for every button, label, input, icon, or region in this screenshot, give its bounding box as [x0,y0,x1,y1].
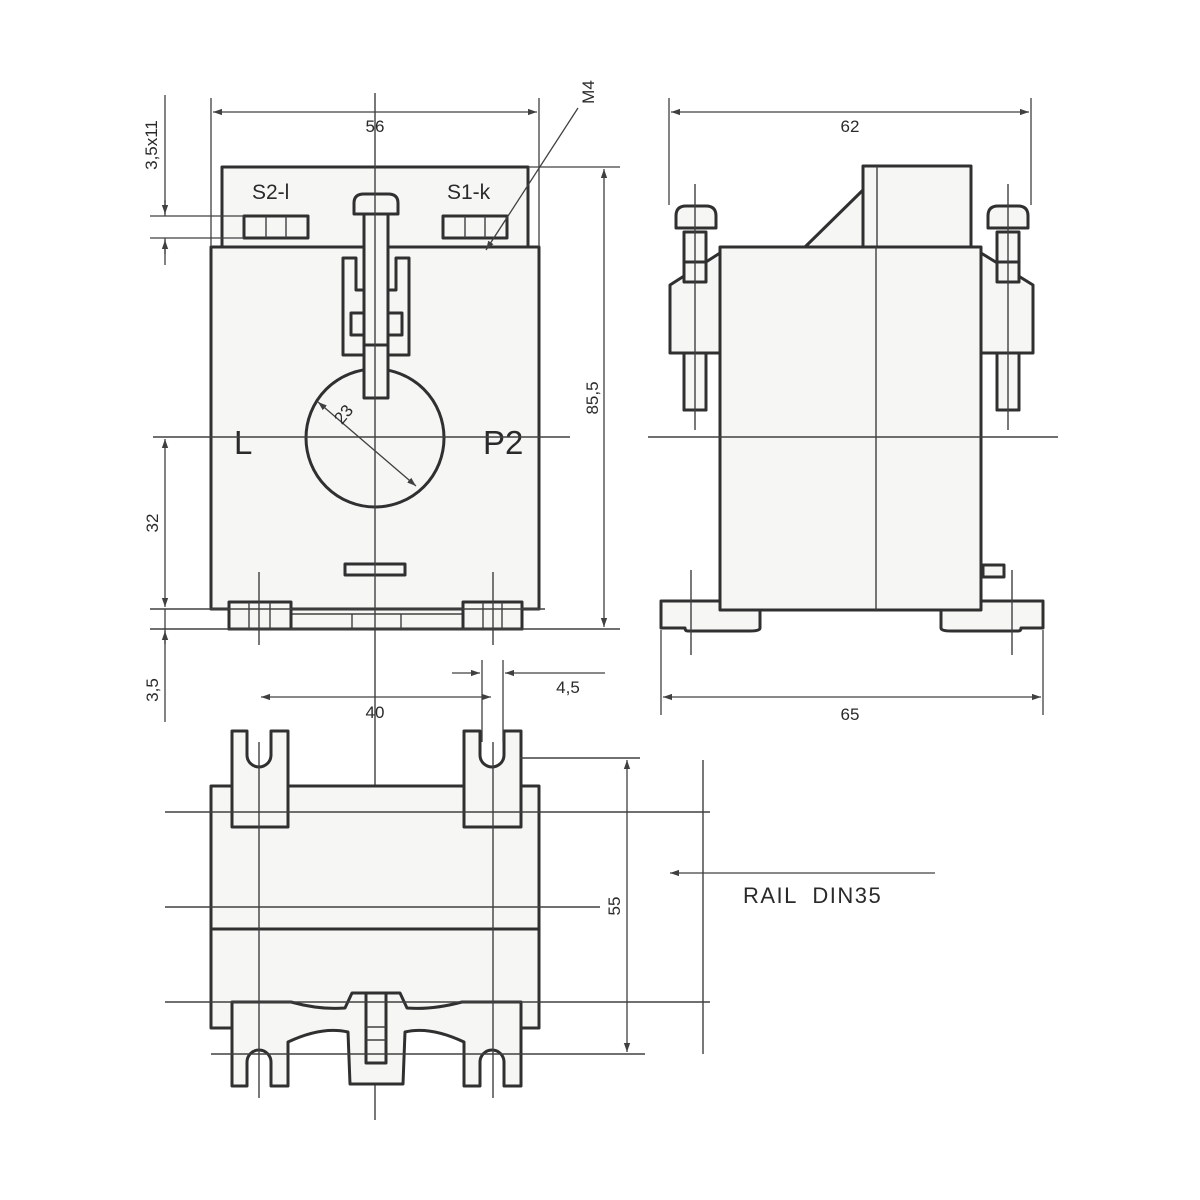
terminal-s2-block [242,214,310,240]
label-side-l: L [234,424,252,461]
side-view [659,164,1045,633]
dim-foot-width: 65 [841,705,860,724]
side-foot-left [659,599,762,633]
dim-terminal-slot: 3,5x11 [142,120,161,170]
ear-top-left [230,729,290,829]
side-right-screw [979,204,1035,412]
dim-mount-spacing: 40 [366,703,385,722]
label-terminal-s2: S2-l [252,181,289,204]
label-terminal-s1: S1-k [447,181,491,204]
terminal-s1-block [441,214,509,240]
dimension-lines [150,95,1044,1052]
dim-height-total: 85,5 [583,381,602,414]
dimension-labels: 56 62 85,5 3,5x11 32 3,5 M4 23 40 4,5 65… [142,80,882,916]
dim-slot-width: 4,5 [556,678,580,697]
dim-base-thickness: 3,5 [143,678,162,702]
side-foot-right [939,599,1045,633]
dim-width-front: 56 [366,117,385,136]
side-cover [861,164,973,249]
side-body [718,245,983,612]
dim-screw: M4 [579,80,598,104]
bottom-centerlines [165,742,710,1098]
label-rail: RAIL DIN35 [743,883,882,908]
dim-depth-side: 62 [841,117,860,136]
side-centerlines [648,184,1058,655]
dim-center-height: 32 [143,514,162,533]
dim-bottom-depth: 55 [605,897,624,916]
label-side-p2: P2 [483,424,523,461]
bottom-view [209,729,541,1088]
